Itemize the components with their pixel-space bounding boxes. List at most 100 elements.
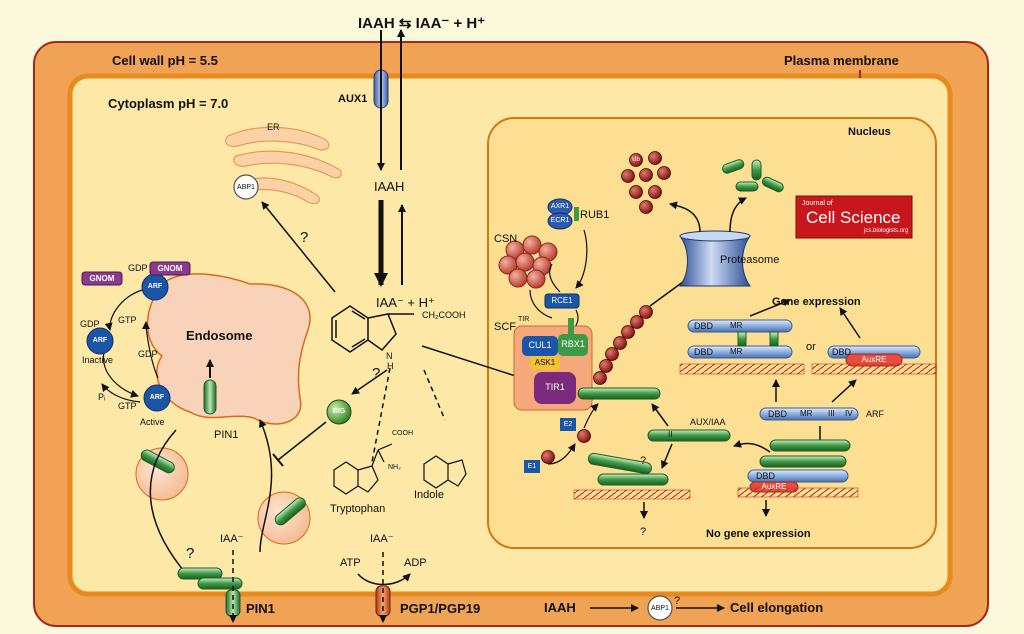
arf-monomer-label: ARF xyxy=(866,409,884,419)
question-nuc-1: ? xyxy=(640,455,647,467)
ub-label: Ub xyxy=(632,157,640,163)
scf-label: SCF xyxy=(494,321,516,333)
auxre-label-bottom: AuxRE xyxy=(761,482,787,491)
rce1 xyxy=(544,293,580,309)
rbx1-label: RBX1 xyxy=(561,339,585,349)
scf-tir-sup: TIR xyxy=(518,316,530,323)
er xyxy=(225,126,342,205)
dom-iv-label: IV xyxy=(845,409,853,418)
logo-top: Journal of xyxy=(802,200,833,207)
pin1-endosome xyxy=(203,379,217,415)
indole-label: Indole xyxy=(414,489,444,501)
abp1-circle xyxy=(233,174,259,200)
abp1-bottom xyxy=(647,595,673,621)
question-big: ? xyxy=(372,365,381,382)
logo-title: Cell Science xyxy=(806,208,901,227)
mr-label-2: MR xyxy=(730,347,743,356)
nh-label: N xyxy=(386,351,393,361)
bottom-question: ? xyxy=(674,595,681,607)
bottom-iaah: IAAH xyxy=(544,600,576,615)
iaah-cytoplasm: IAAH xyxy=(374,179,405,194)
free-ub xyxy=(621,151,671,214)
mr-label-1: MR xyxy=(730,321,743,330)
e1 xyxy=(524,460,540,473)
iaa-minus-pgp: IAA⁻ xyxy=(370,533,394,545)
abp1-label: ABP1 xyxy=(237,184,255,191)
tir1 xyxy=(534,372,576,404)
dom-ii-label: II xyxy=(668,430,673,439)
atp-label: ATP xyxy=(340,557,361,569)
question-er: ? xyxy=(300,229,309,246)
arf-dimer-left xyxy=(687,319,793,359)
rbx1 xyxy=(558,334,588,356)
cell-elongation-label: Cell elongation xyxy=(730,600,824,615)
csn-complex xyxy=(498,235,558,289)
dbd-label-3: DBD xyxy=(832,347,852,357)
indole-molecule xyxy=(423,455,467,489)
adp-label: ADP xyxy=(404,557,427,569)
dbd-label-1: DBD xyxy=(694,321,714,331)
or-label: or xyxy=(806,341,816,353)
endosome xyxy=(146,273,311,425)
big-protein xyxy=(326,399,352,425)
proteasome xyxy=(679,235,751,287)
proteasome-label: Proteasome xyxy=(720,254,780,266)
arf-label-1: ARF xyxy=(147,283,163,290)
logo-url: jcs.biologists.org xyxy=(864,228,909,234)
arf-monomer xyxy=(759,407,859,421)
dbd-label-5: DBD xyxy=(756,471,776,481)
dom-iii-label: III xyxy=(828,409,835,418)
pin1-inner-label: PIN1 xyxy=(214,429,239,441)
gdp-label-1: GDP xyxy=(128,263,148,273)
gdp-label-3: GDP xyxy=(138,349,158,359)
cytoplasm-label: Cytoplasm pH = 7.0 xyxy=(108,96,229,111)
nucleus-label: Nucleus xyxy=(848,126,891,138)
endosome-label: Endosome xyxy=(186,328,253,343)
question-nuc-2: ? xyxy=(640,526,647,538)
plasma-membrane-label: Plasma membrane xyxy=(784,53,899,68)
gnom-label-2: GNOM xyxy=(157,264,183,273)
pgp-label: PGP1/PGP19 xyxy=(400,601,481,616)
auxre-label-right: AuxRE xyxy=(861,355,887,364)
no-gene-expression-label: No gene expression xyxy=(706,528,811,540)
repressor-complex-right xyxy=(747,439,851,493)
trp-cooh: COOH xyxy=(392,430,413,437)
gtp-label-1: GTP xyxy=(118,315,137,325)
repressor-complex-left xyxy=(587,452,669,486)
pin1-membrane xyxy=(225,589,241,617)
ask1 xyxy=(530,356,560,370)
mr-label-3: MR xyxy=(800,409,813,418)
arf-label-2: ARF xyxy=(92,337,108,344)
aux-iaa-label: AUX/IAA xyxy=(690,417,726,427)
ask1-label: ASK1 xyxy=(534,358,556,367)
ub-chain xyxy=(593,305,653,385)
cell-wall-label: Cell wall pH = 5.5 xyxy=(112,53,218,68)
pin1-label: PIN1 xyxy=(246,601,275,616)
gdp-label-2: GDP xyxy=(80,319,100,329)
inactive-label: Inactive xyxy=(82,355,114,365)
gene-expression-label: Gene expression xyxy=(772,296,861,308)
er-label: ER xyxy=(267,122,280,132)
csn-label: CSN xyxy=(494,233,518,245)
ecr1-label: ECR1 xyxy=(550,217,570,224)
arf-inactive xyxy=(86,327,114,355)
gnom-2 xyxy=(149,261,191,276)
tir1-label: TIR1 xyxy=(545,382,565,392)
aux-iaa-bound xyxy=(577,387,661,400)
iaah-equation: IAAH ⇆ IAA⁻ + H⁺ xyxy=(358,15,486,32)
journal-logo xyxy=(795,195,913,239)
e2 xyxy=(560,418,576,431)
tryptophan-label: Tryptophan xyxy=(330,503,386,515)
iaa-h-label: IAA⁻ + H⁺ xyxy=(376,295,435,310)
cooh-label: CH₂COOH xyxy=(422,310,466,320)
question-pin: ? xyxy=(186,545,195,562)
arf-label-3: ARF xyxy=(149,394,165,401)
nh-h-label: H xyxy=(387,361,394,371)
e1-label: E1 xyxy=(527,463,537,470)
aux1-label: AUX1 xyxy=(338,93,368,105)
e2-label: E2 xyxy=(563,421,573,428)
aux-iaa-free xyxy=(647,429,731,442)
bottom-abp1: ABP1 xyxy=(651,605,669,612)
